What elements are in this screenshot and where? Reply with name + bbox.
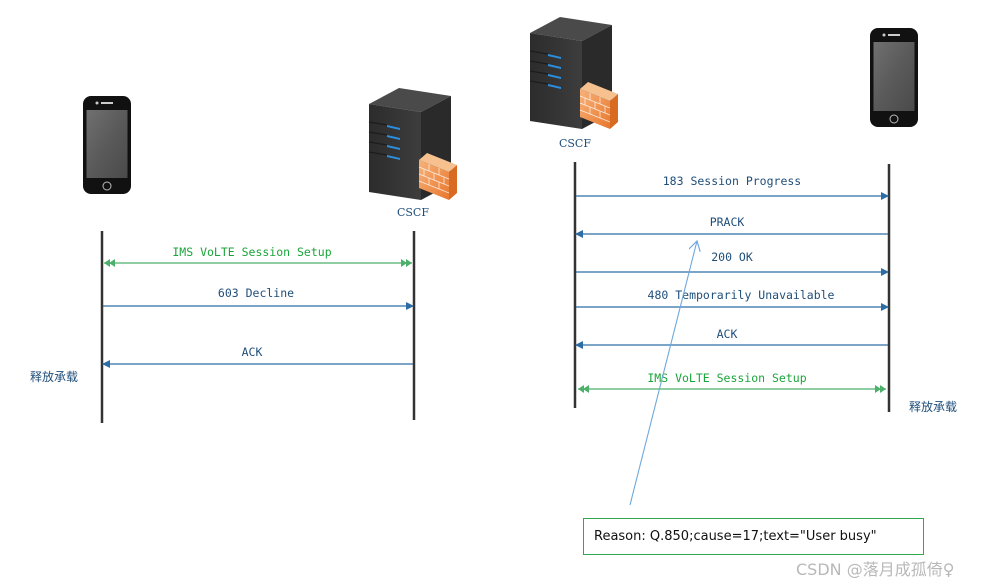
message-label: IMS VoLTE Session Setup bbox=[172, 245, 331, 259]
message-label: IMS VoLTE Session Setup bbox=[647, 371, 806, 385]
message-right-setup: IMS VoLTE Session Setup bbox=[578, 371, 886, 393]
cscf-server-icon-right bbox=[529, 17, 618, 129]
message-right-prack: PRACK bbox=[575, 215, 888, 238]
message-left-setup: IMS VoLTE Session Setup bbox=[104, 245, 412, 267]
cscf-label-right: CSCF bbox=[559, 137, 591, 150]
reason-annotation-box: Reason: Q.850;cause=17;text="User busy" bbox=[583, 518, 924, 555]
message-label: PRACK bbox=[710, 215, 745, 229]
watermark: CSDN @落月成孤倚♀ bbox=[796, 560, 955, 579]
message-left-603-decline: 603 Decline bbox=[103, 286, 414, 310]
message-right-183: 183 Session Progress bbox=[576, 174, 889, 200]
reason-text: Reason: Q.850;cause=17;text="User busy" bbox=[594, 529, 877, 544]
message-right-480: 480 Temporarily Unavailable bbox=[576, 288, 889, 311]
ue-phone-icon-left bbox=[83, 96, 131, 194]
message-label: ACK bbox=[242, 345, 263, 359]
cscf-label-left: CSCF bbox=[397, 206, 429, 219]
message-label: 480 Temporarily Unavailable bbox=[648, 288, 835, 302]
release-bearer-note-left: 释放承载 bbox=[30, 369, 78, 384]
message-label: 200 OK bbox=[711, 250, 753, 264]
message-left-ack: ACK bbox=[102, 345, 413, 368]
annotation-arrow bbox=[629, 241, 697, 506]
cscf-server-icon-left bbox=[368, 88, 457, 200]
message-label: 183 Session Progress bbox=[663, 174, 801, 188]
message-label: 603 Decline bbox=[218, 286, 294, 300]
message-label: ACK bbox=[717, 327, 738, 341]
message-right-ack: ACK bbox=[575, 327, 888, 349]
ue-phone-icon-right bbox=[870, 28, 918, 127]
release-bearer-note-right: 释放承载 bbox=[909, 399, 957, 414]
message-right-200ok: 200 OK bbox=[576, 250, 889, 276]
